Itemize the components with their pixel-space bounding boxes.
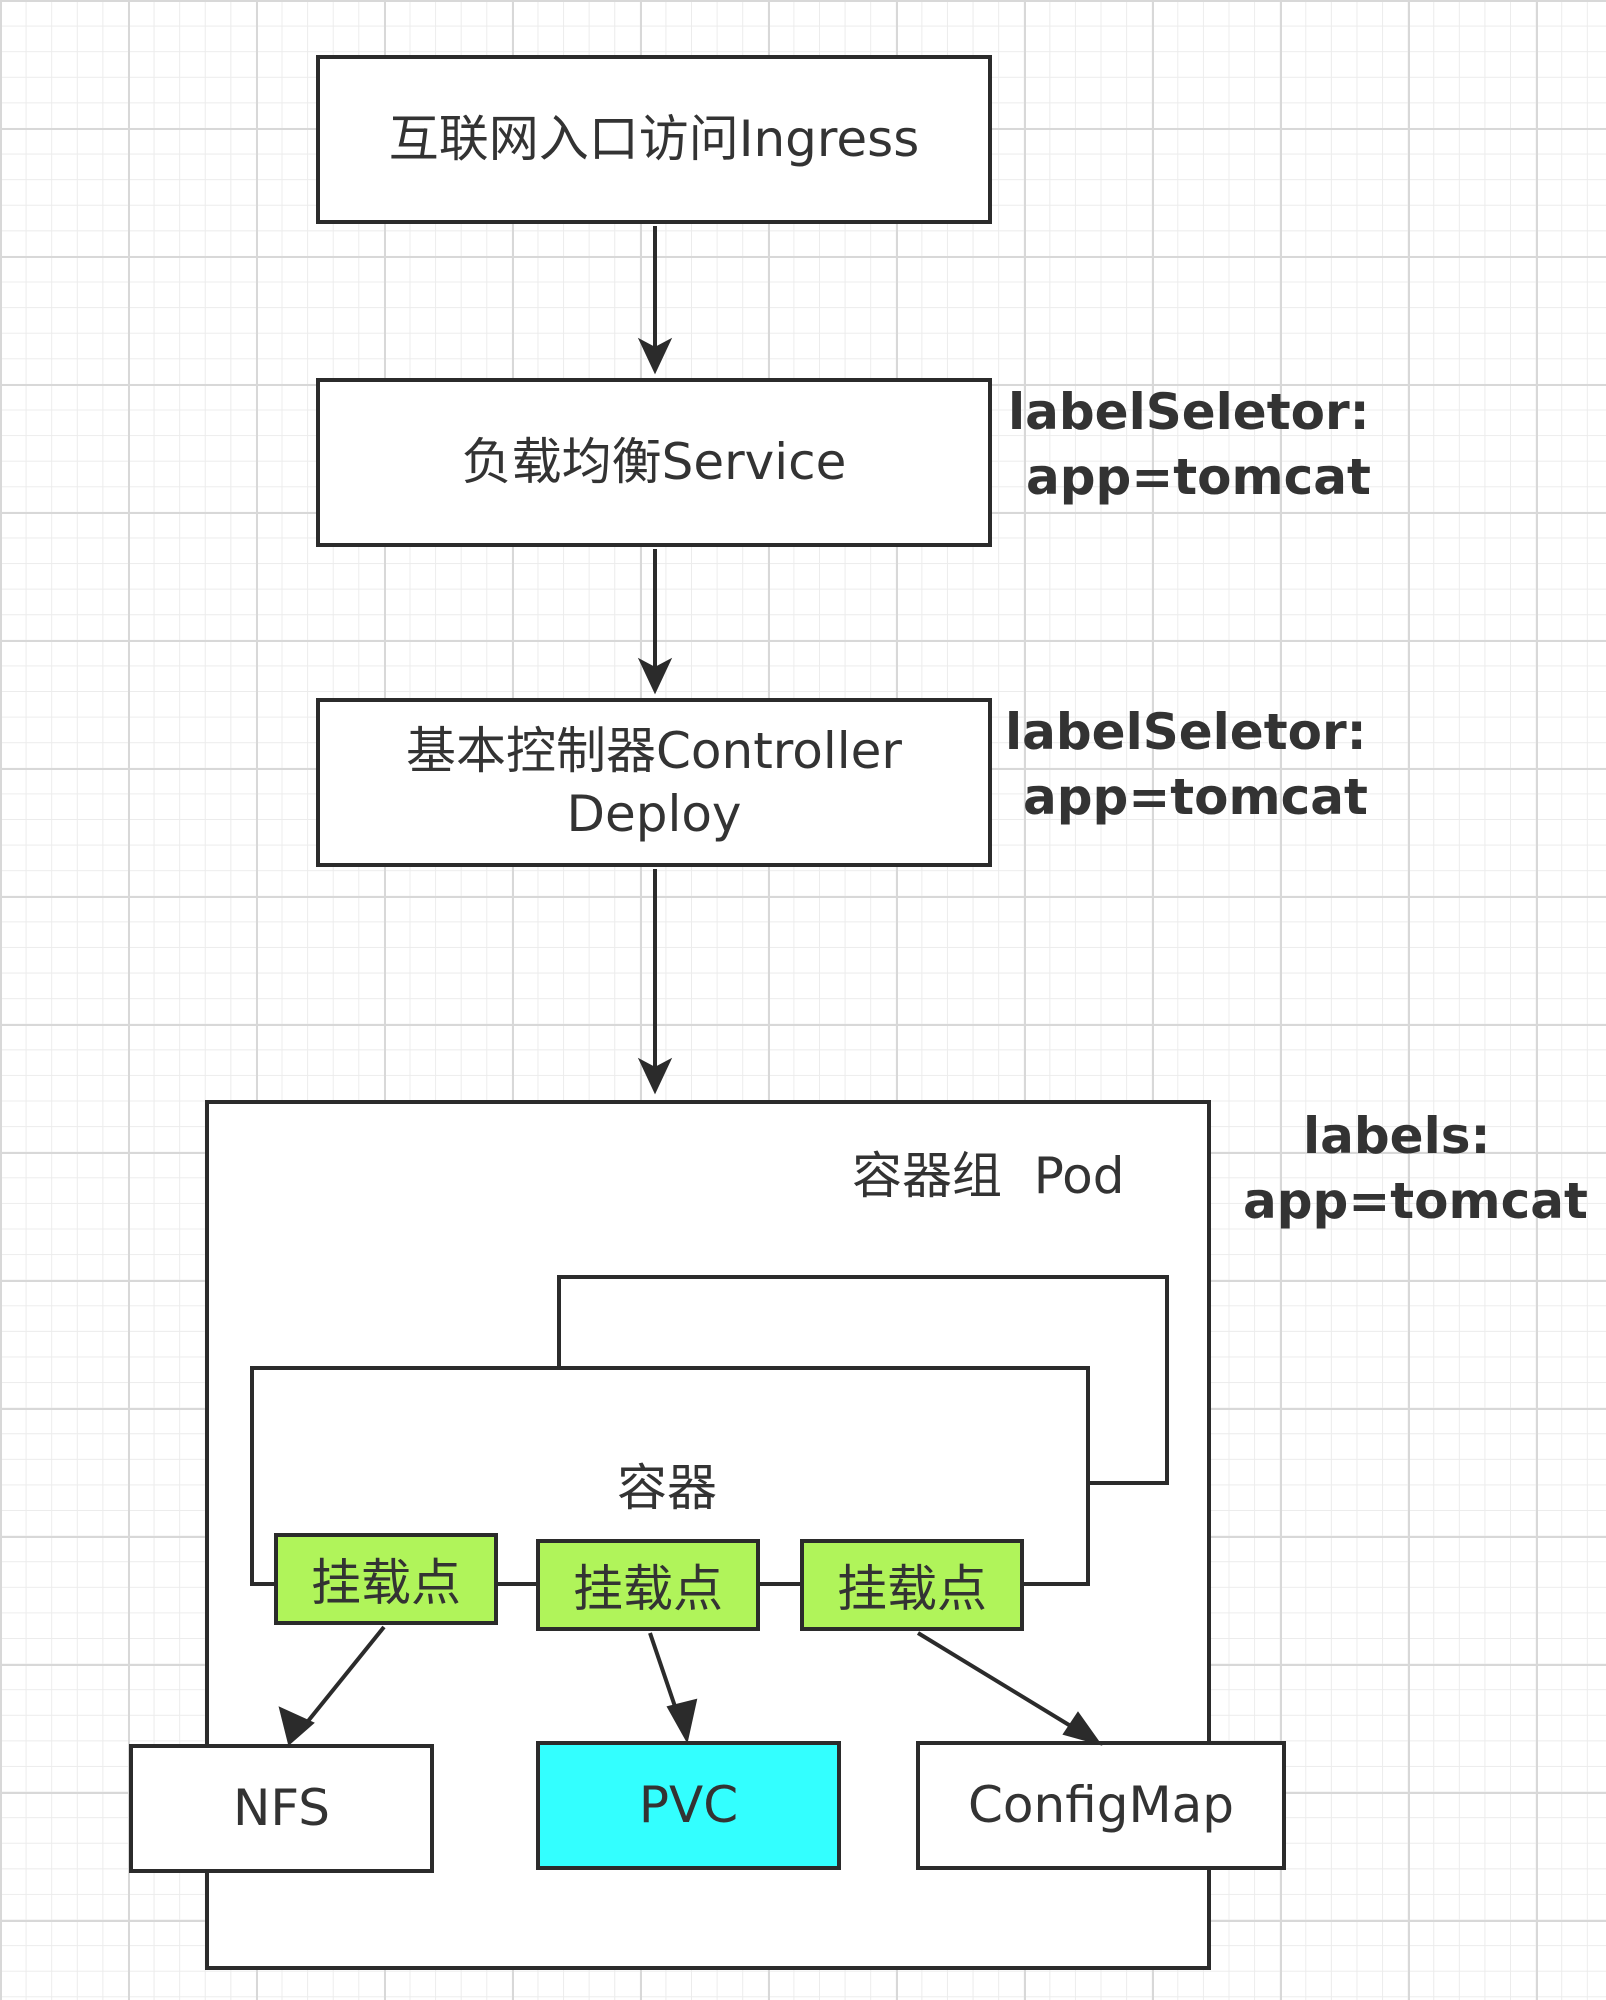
- ingress-box: 互联网入口访问Ingress: [316, 55, 992, 224]
- arrowhead-pod: [637, 1057, 673, 1095]
- service-selector-value: app=tomcat: [1026, 448, 1371, 506]
- controller-selector-annotation: labelSeletor: app=tomcat: [1005, 700, 1368, 830]
- mount-point-nfs: 挂载点: [274, 1533, 498, 1625]
- service-box: 负载均衡Service: [316, 378, 992, 547]
- configmap-box: ConfigMap: [916, 1741, 1286, 1870]
- controller-label-line2: Deploy: [566, 784, 742, 843]
- pvc-box: PVC: [536, 1741, 841, 1870]
- arrowhead-configmap: [1062, 1711, 1103, 1746]
- arrowhead-controller: [637, 657, 673, 695]
- arrowhead-pvc: [666, 1698, 698, 1744]
- service-selector-key: labelSeletor:: [1008, 383, 1370, 441]
- pod-labels-key: labels:: [1303, 1107, 1491, 1165]
- pod-label: 容器组 Pod: [852, 1147, 1125, 1205]
- controller-label-line1: 基本控制器Controller: [406, 722, 902, 780]
- arrowhead-nfs: [278, 1706, 315, 1746]
- arrow-mount-to-configmap: [916, 1631, 1094, 1741]
- pod-labels-value: app=tomcat: [1243, 1172, 1588, 1230]
- mount-point-pvc: 挂载点: [536, 1539, 760, 1631]
- container-label: 容器: [617, 1459, 717, 1517]
- controller-selector-value: app=tomcat: [1023, 768, 1368, 826]
- nfs-box: NFS: [129, 1744, 434, 1873]
- arrow-mount-to-nfs: [294, 1625, 386, 1738]
- service-selector-annotation: labelSeletor: app=tomcat: [1008, 380, 1371, 510]
- arrowhead-service: [637, 337, 673, 375]
- controller-selector-key: labelSeletor:: [1005, 703, 1367, 761]
- controller-box: 基本控制器Controller Deploy: [316, 698, 992, 867]
- pod-labels-annotation: labels: app=tomcat: [1243, 1104, 1588, 1234]
- mount-point-configmap: 挂载点: [800, 1539, 1024, 1631]
